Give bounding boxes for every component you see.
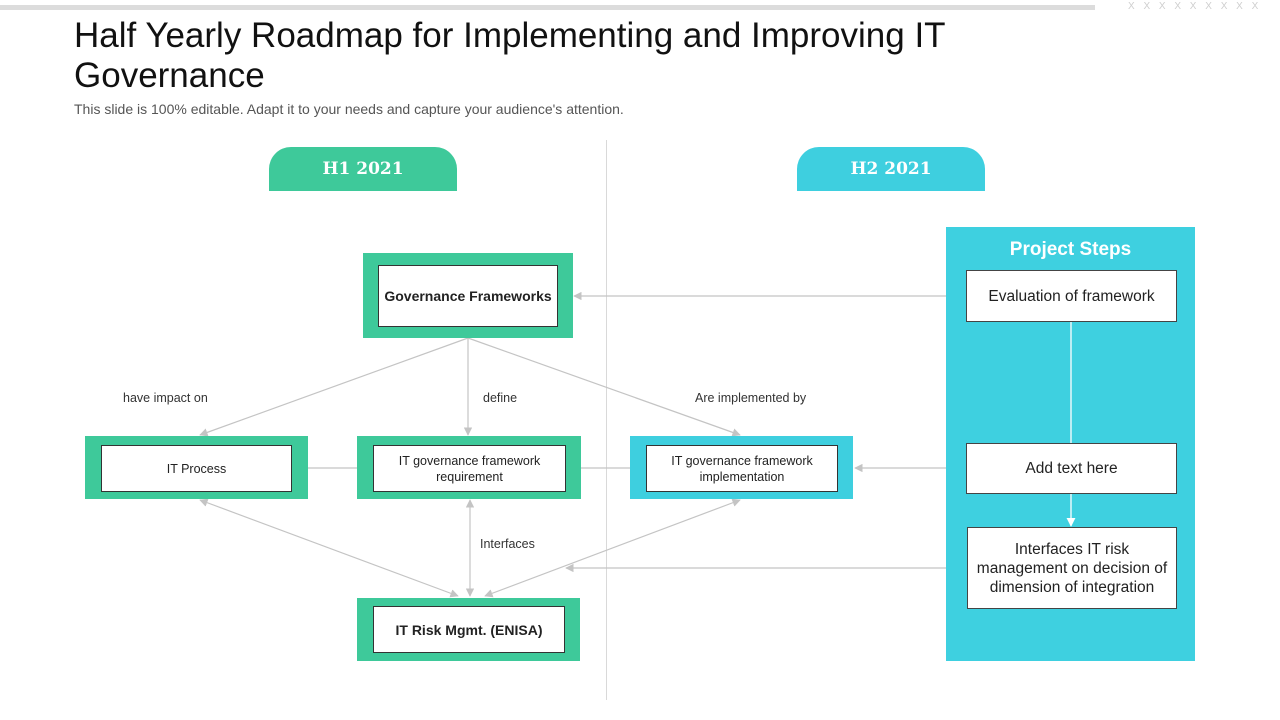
step-interfaces: Interfaces IT risk management on decisio… xyxy=(967,527,1177,609)
h1-2021-tab: H1 2021 xyxy=(269,147,457,191)
governance-frameworks-node: Governance Frameworks xyxy=(378,265,558,327)
it-process-node: IT Process xyxy=(101,445,292,492)
risk-mgmt-node: IT Risk Mgmt. (ENISA) xyxy=(373,606,565,653)
project-steps-title: Project Steps xyxy=(1009,239,1132,260)
step-add-text: Add text here xyxy=(966,443,1177,494)
risk-mgmt-frame: IT Risk Mgmt. (ENISA) xyxy=(357,598,580,661)
slide-subtitle: This slide is 100% editable. Adapt it to… xyxy=(74,101,624,117)
connector-impact xyxy=(199,337,469,437)
edge-label-impact: have impact on xyxy=(123,391,208,405)
edge-label-implemented: Are implemented by xyxy=(695,391,807,405)
connector-implementation-risk xyxy=(484,498,741,598)
slide-title: Half Yearly Roadmap for Implementing and… xyxy=(74,16,945,95)
governance-frameworks-frame: Governance Frameworks xyxy=(363,253,573,338)
framework-implementation-frame: IT governance framework implementation xyxy=(630,436,853,499)
corner-marks: X X X X X X X X X xyxy=(1128,1,1262,12)
edge-label-interfaces: Interfaces xyxy=(480,537,535,551)
half-year-divider xyxy=(606,140,607,700)
framework-implementation-node: IT governance framework implementation xyxy=(646,445,838,492)
connector-process-risk xyxy=(199,498,459,598)
connector-implemented xyxy=(467,337,741,437)
it-process-frame: IT Process xyxy=(85,436,308,499)
framework-requirement-node: IT governance framework requirement xyxy=(373,445,566,492)
framework-requirement-frame: IT governance framework requirement xyxy=(357,436,581,499)
top-accent-bar xyxy=(0,5,1095,10)
step-evaluation: Evaluation of framework xyxy=(966,270,1177,322)
edge-label-define: define xyxy=(483,391,518,405)
h2-2021-tab: H2 2021 xyxy=(797,147,985,191)
